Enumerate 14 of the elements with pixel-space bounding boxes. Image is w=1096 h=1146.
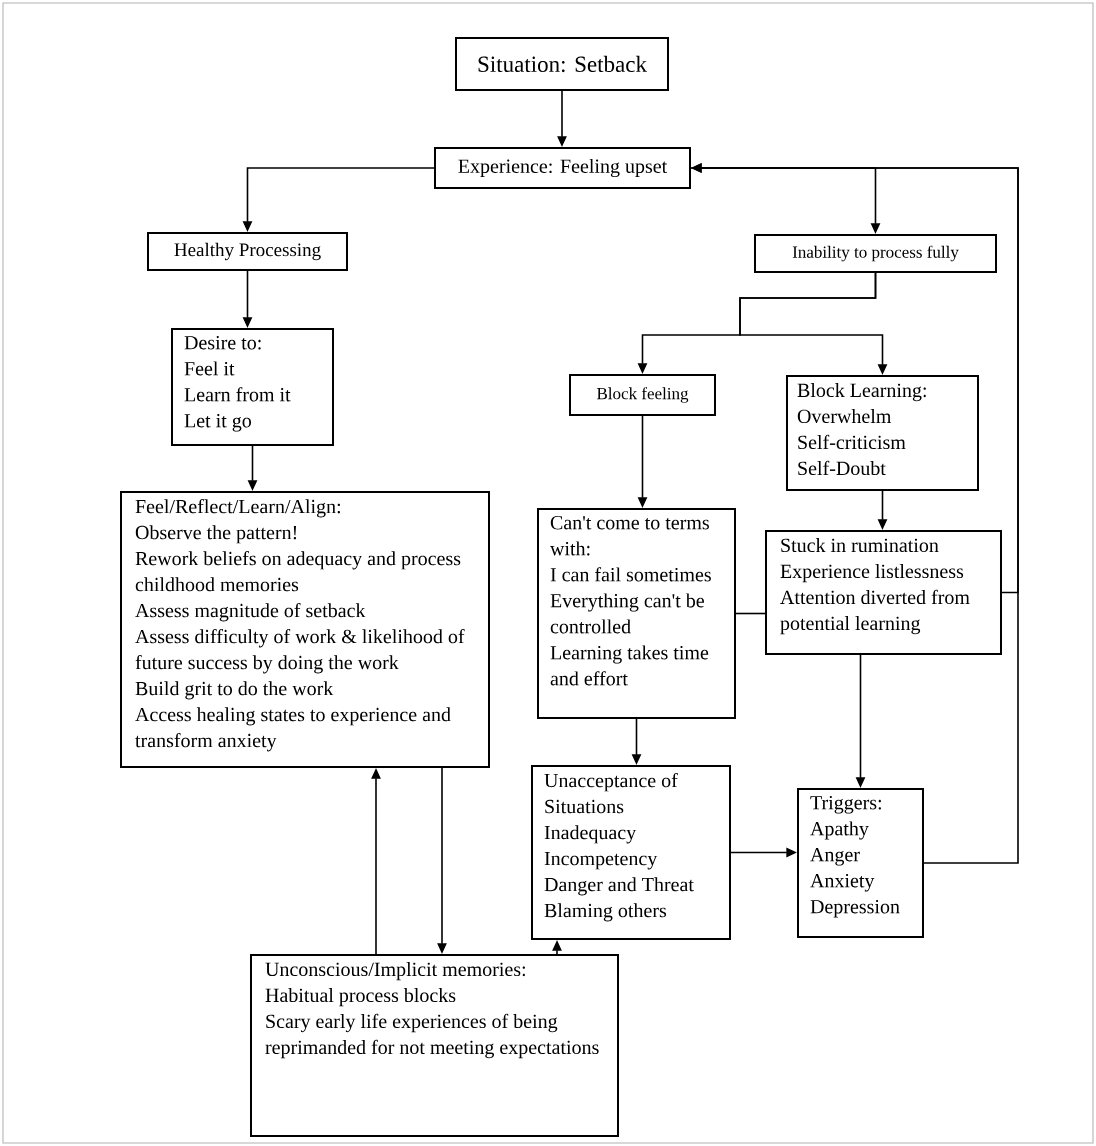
process-box: Feel/Reflect/Learn/Align: Observe the pattern! Rework beliefs on adequacy and process childhood memories Assess magnitude of setback Assess difficulty of work & likelihood of future success by doing the work Build grit to do the work Access healing states to experience and transform anxiety xyxy=(120,491,490,768)
process-box: Situation: Setback xyxy=(455,37,669,91)
process-box: Unacceptance of Situations Inadequacy Incompetency Danger and Threat Blaming others xyxy=(531,765,731,940)
connector-line xyxy=(735,612,766,615)
process-box: Stuck in rumination Experience listlessness Attention diverted from potential learning xyxy=(765,530,1002,655)
process-box: Inability to process fully xyxy=(754,234,997,273)
process-box: Experience: Feeling upset xyxy=(434,147,691,189)
process-box: Desire to: Feel it Learn from it Let it go xyxy=(171,328,334,446)
process-box: Unconscious/Implicit memories: Habitual process blocks Scary early life experiences of being reprimanded for not meeting expectations xyxy=(250,954,619,1137)
process-box: Healthy Processing xyxy=(147,232,348,271)
process-box: Block feeling xyxy=(569,374,716,416)
process-box: Block Learning: Overwhelm Self-criticism Self-Doubt xyxy=(786,375,979,491)
process-box: Can't come to terms with: I can fail sometimes Everything can't be controlled Learning takes time and effort xyxy=(537,508,736,719)
process-box: Triggers: Apathy Anger Anxiety Depression xyxy=(797,788,924,938)
